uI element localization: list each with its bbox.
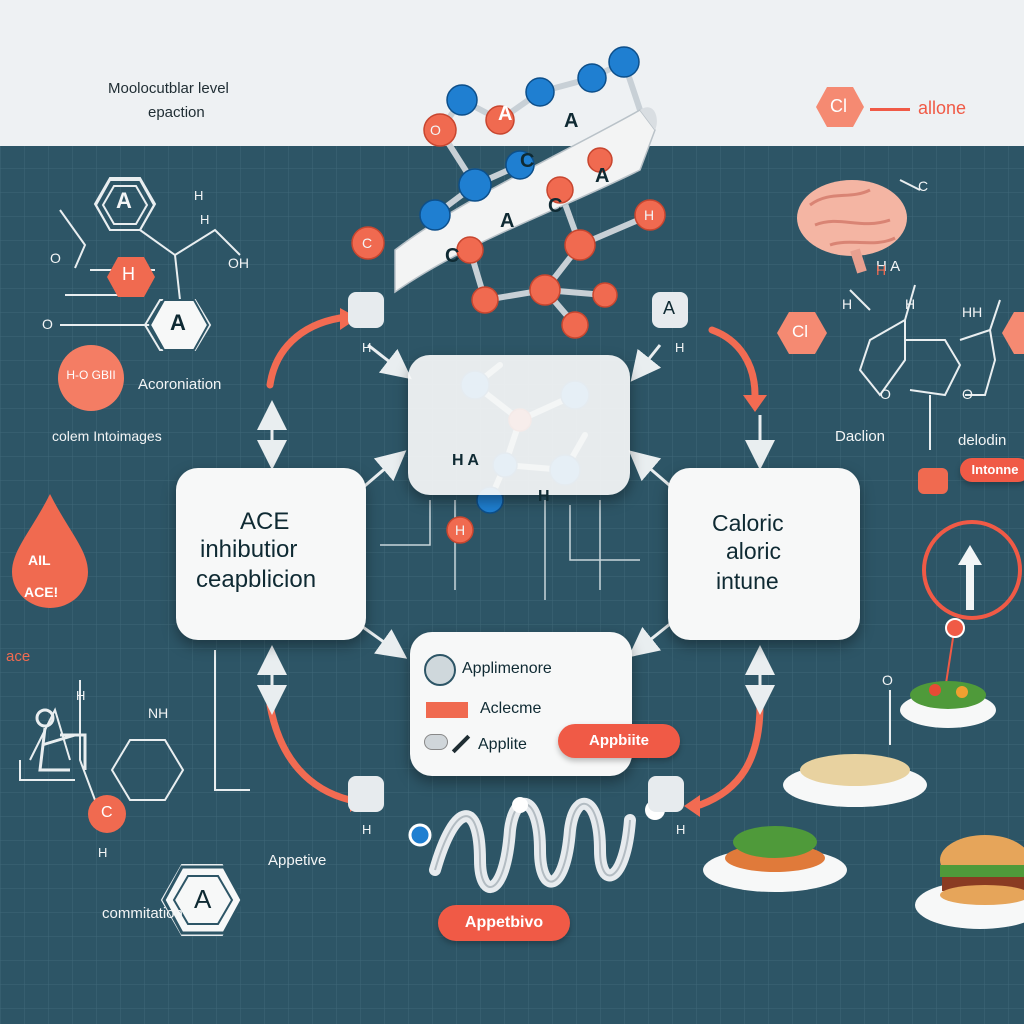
molecule-card-label: H <box>538 488 550 505</box>
ace-card-line2: inhibutior <box>200 536 298 563</box>
atom-label-h: H <box>362 822 372 837</box>
marker-s-icon <box>648 776 684 812</box>
atom-label-h: H <box>76 688 86 703</box>
atom-label-h: H <box>676 822 686 837</box>
badge-h-o-text: H-O GBII <box>66 368 116 382</box>
header-title: Moolocutblar level <box>108 80 229 97</box>
right-structures <box>849 179 1001 745</box>
atom-label-h: H <box>675 340 685 355</box>
atom-label-h: H <box>876 262 887 278</box>
card-item-3: Applite <box>478 736 527 753</box>
hex-a-icon <box>162 865 244 935</box>
ace-card-line3: ceapblicion <box>196 566 317 593</box>
helix-letter: A <box>595 165 610 187</box>
small-badge-icon <box>918 468 948 494</box>
atom-label-ha: H A <box>876 258 901 275</box>
hex-a-label: A <box>170 310 186 335</box>
atom-label-h: H <box>98 845 108 860</box>
drop-text-line1: AIL <box>28 552 51 568</box>
atom-label-o: O <box>882 672 893 688</box>
atom-label-h: H <box>194 188 204 203</box>
atom-label-c: C <box>362 235 373 251</box>
hex-a-icon <box>148 299 210 351</box>
hex-cl-icon <box>777 312 827 354</box>
helix-letter: A <box>564 110 579 132</box>
brain-icon <box>424 654 456 686</box>
atom-label-h: H <box>200 212 210 227</box>
hex-h-label: H <box>122 264 135 284</box>
delodin-label: delodin <box>958 432 1007 449</box>
ace-inhibition-card[interactable] <box>176 468 366 640</box>
badge-h-o-icon <box>58 345 124 411</box>
atom-label-h: H <box>842 296 853 312</box>
caloric-intake-card[interactable] <box>668 468 860 640</box>
white-arrows <box>257 343 775 715</box>
caloric-card-line1: Caloric <box>712 510 784 536</box>
ace-card-line1: ACE <box>240 508 290 535</box>
atom-blue <box>446 84 478 116</box>
helix-letter: A <box>500 210 515 232</box>
top-right-hex-label: Cl <box>830 96 847 116</box>
hex-cl-label: Cl <box>792 322 809 341</box>
header-subtitle: epaction <box>148 104 205 121</box>
atom-label-oh: OH <box>228 255 249 271</box>
atom-label-o: O <box>50 250 61 266</box>
atom-label-h: H <box>644 207 655 223</box>
hex-a-label: A <box>116 188 132 213</box>
bottom-badge[interactable]: Appetbivo <box>438 905 570 941</box>
atom-label-h: H <box>905 296 916 312</box>
rect-swatch-icon <box>426 702 468 718</box>
hex-a-label: A <box>194 884 212 914</box>
person-at-desk <box>35 708 87 772</box>
atom-orange <box>423 113 457 147</box>
acorniation-label: Acoroniation <box>138 376 222 393</box>
atom-label-o: O <box>880 386 891 402</box>
atom-label-o: O <box>42 316 53 332</box>
appetite-badge[interactable]: Appbiite <box>558 724 680 758</box>
c-circle-icon <box>88 795 126 833</box>
hex-edge-icon <box>1002 312 1024 354</box>
helix-letter: C <box>520 150 535 172</box>
daclion-label: Daclion <box>835 428 886 445</box>
hex-a-icon <box>94 179 156 231</box>
atom-label-h: H <box>362 340 372 355</box>
atom-label-o: O <box>430 122 441 138</box>
helix-letter: C <box>445 245 460 267</box>
atom-label-hh: HH <box>962 304 983 320</box>
commitation-label: commitation <box>102 905 183 922</box>
side-label: ace <box>6 648 31 665</box>
brain-illustration <box>797 180 907 274</box>
marker-s-icon <box>348 776 384 812</box>
food-plates <box>703 681 1024 929</box>
orange-arrows <box>266 314 764 809</box>
marker-a-label: A <box>663 298 676 318</box>
card-item-2: Aclecme <box>480 700 542 717</box>
caloric-card-line2: aloric <box>726 538 781 564</box>
marker-s-icon <box>348 292 384 328</box>
c-circle-label: C <box>101 804 113 821</box>
molecule-card-label: H A <box>452 452 479 469</box>
atom-label-o: O <box>962 386 973 402</box>
top-right-hex-icon <box>816 87 864 127</box>
atom-label-c: C <box>918 178 929 194</box>
drop-text-line2: ACE! <box>24 584 59 600</box>
left-caption: colem Intoimages <box>52 428 162 444</box>
atom-label-nh: NH <box>148 705 169 721</box>
appetive-label: Appetive <box>268 852 327 869</box>
top-right-label: allone <box>918 98 967 118</box>
hex-h-icon <box>107 257 155 297</box>
atom-label-h: H <box>455 522 466 538</box>
card-item-1: Applimenore <box>462 660 552 677</box>
helix-letter: A <box>498 103 513 125</box>
marker-a-icon <box>652 292 688 328</box>
drop-icon <box>12 494 88 608</box>
caloric-card-line3: intune <box>716 568 779 594</box>
helix-letter: C <box>548 195 563 217</box>
top-right-line <box>870 108 910 111</box>
molecule-card[interactable] <box>408 355 630 495</box>
pill-icon <box>424 734 448 750</box>
intonne-badge[interactable]: Intonne <box>960 458 1024 482</box>
